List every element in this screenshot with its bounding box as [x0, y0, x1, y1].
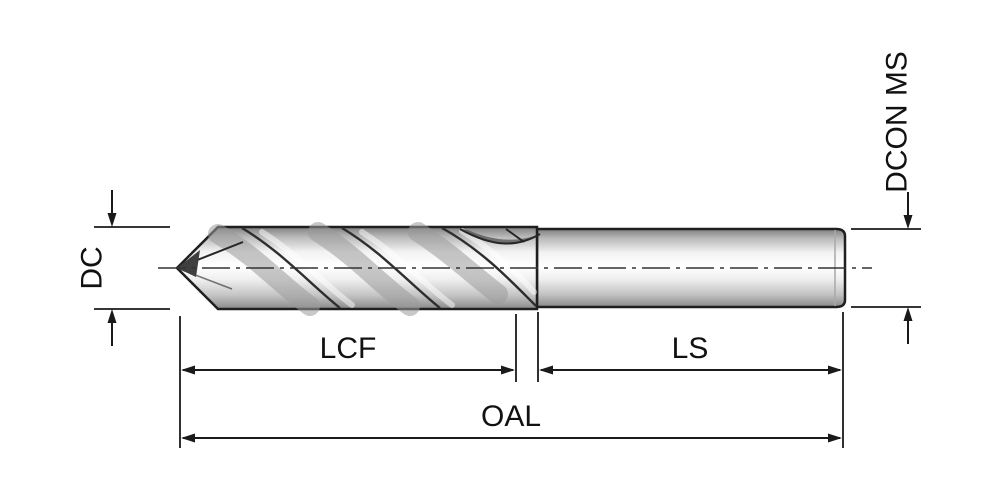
dc-top-arrowhead	[107, 213, 117, 227]
lcf-right-arrowhead	[501, 365, 515, 375]
point-chisel-dark-facet	[177, 250, 200, 277]
flute-shadow-band-3	[408, 222, 508, 304]
lcf-dimension: LCF	[179, 314, 517, 448]
lcf-label: LCF	[320, 332, 377, 365]
lcf-left-arrowhead	[181, 365, 195, 375]
flute-highlight-band-2	[359, 229, 455, 308]
dcon-dimension: DCON MS	[851, 51, 921, 344]
dcon-label: DCON MS	[881, 51, 914, 193]
ls-label: LS	[672, 332, 709, 365]
flute-highlight-band-3	[459, 228, 537, 295]
flute-runout-dip-line	[505, 228, 525, 243]
oal-label: OAL	[481, 400, 541, 433]
flute-shadow-band-1	[208, 224, 320, 316]
dc-dimension: DC	[76, 190, 170, 346]
ls-dimension: LS	[537, 312, 844, 448]
oal-right-arrowhead	[828, 433, 842, 443]
ls-left-arrowhead	[539, 365, 553, 375]
dcon-bottom-arrowhead	[903, 307, 913, 321]
flute-edge-curve-3	[441, 226, 537, 307]
flute-highlight-band-1	[259, 229, 355, 308]
flute-runout-edge	[459, 228, 541, 245]
oal-dimension: OAL	[181, 400, 842, 443]
ls-right-arrowhead	[828, 365, 842, 375]
flute-shadow-band-2	[308, 222, 420, 316]
dcon-top-arrowhead	[903, 215, 913, 229]
dc-label: DC	[76, 246, 109, 289]
dc-bottom-arrowhead	[107, 309, 117, 323]
oal-left-arrowhead	[181, 433, 195, 443]
